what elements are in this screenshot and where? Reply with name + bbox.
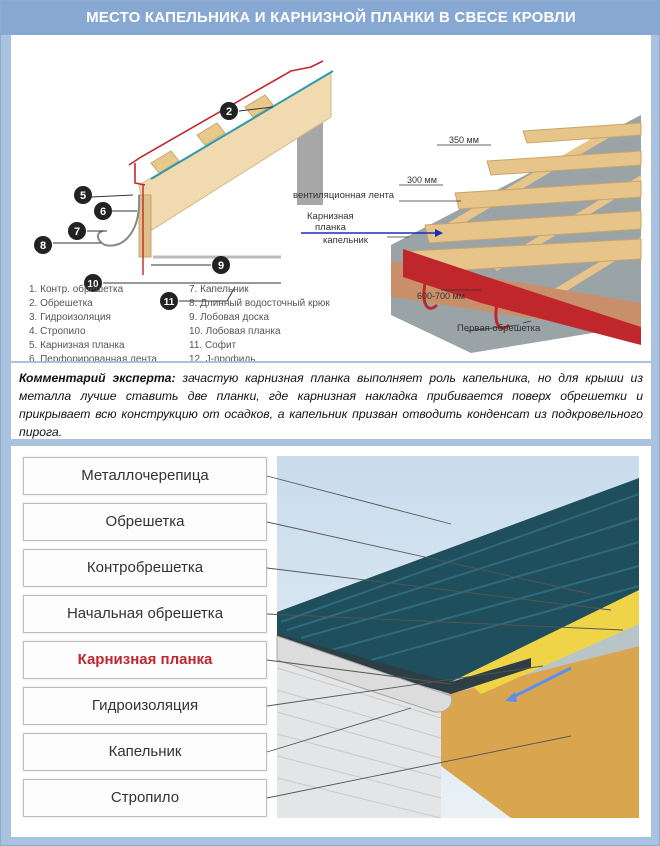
top-diagrams-panel: 2 5 6 7 8 9 10 11 1. Контр. обрешетка 2.… bbox=[11, 35, 651, 361]
dim-600: 600-700 мм bbox=[417, 291, 465, 301]
legend-3: 3. Гидроизоляция bbox=[29, 312, 111, 323]
page-title: МЕСТО КАПЕЛЬНИКА И КАРНИЗНОЙ ПЛАНКИ В СВ… bbox=[1, 1, 660, 35]
red-eaves-strip-2 bbox=[481, 275, 641, 345]
legend-7: 7. Капельник bbox=[189, 284, 249, 295]
legend-4: 4. Стропило bbox=[29, 326, 86, 337]
label-starting-batten: Начальная обрешетка bbox=[23, 595, 267, 633]
label-battens: Обрешетка bbox=[23, 503, 267, 541]
metal-tile-photo bbox=[277, 478, 639, 682]
batten-h-3 bbox=[454, 180, 642, 210]
roof-illustration bbox=[266, 456, 640, 819]
vent-tape-label: вентиляционная лента bbox=[293, 190, 395, 201]
first-batten-label: Первая обрешетка bbox=[457, 323, 541, 334]
red-eaves-strip bbox=[403, 249, 481, 303]
legend-10: 10. Лобовая планка bbox=[189, 325, 281, 337]
batten-1 bbox=[244, 94, 274, 118]
label-rafter: Стропило bbox=[23, 779, 267, 817]
condensate-arrow-head bbox=[505, 692, 517, 702]
batten-layout-diagram: 350 мм 300 мм вентиляционная лента Карни… bbox=[293, 115, 642, 353]
legend-9: 9. Лобовая доска bbox=[189, 311, 269, 323]
badge-6: 6 bbox=[100, 206, 106, 218]
gutter-hook bbox=[97, 194, 141, 247]
label-waterproofing: Гидроизоляция bbox=[23, 687, 267, 725]
legend-2: 2. Обрешетка bbox=[29, 297, 93, 309]
label-drip-edge: Капельник bbox=[23, 733, 267, 771]
eaves-section-diagram: 2 5 6 7 8 9 10 11 1. Контр. обрешетка 2.… bbox=[29, 60, 642, 361]
batten-2 bbox=[196, 122, 226, 146]
eaves-strip-line bbox=[134, 163, 146, 186]
gutter-photo bbox=[276, 635, 453, 713]
eaves-strip-label-1: Карнизная bbox=[307, 211, 354, 222]
eaves-strip-label-2: планка bbox=[315, 222, 347, 233]
legend-11: 11. Софит bbox=[189, 339, 237, 351]
batten-3 bbox=[150, 150, 180, 174]
waterproofing-line bbox=[150, 70, 334, 180]
label-metal-tile: Металлочерепица bbox=[23, 457, 267, 495]
batten-h-2 bbox=[486, 150, 642, 176]
badge-8: 8 bbox=[40, 240, 46, 252]
badge-9: 9 bbox=[218, 260, 224, 272]
condensate-arrow bbox=[510, 666, 572, 700]
hook-1 bbox=[422, 282, 439, 310]
roof-covering-line bbox=[128, 60, 324, 166]
badge-2: 2 bbox=[226, 106, 232, 118]
batten-h-1 bbox=[522, 122, 642, 144]
dim-350: 350 мм bbox=[449, 135, 479, 145]
legend-1: 1. Контр. обрешетка bbox=[29, 283, 124, 295]
photo-leader-lines bbox=[266, 475, 624, 799]
legend-5: 5. Карнизная планка bbox=[29, 340, 125, 351]
legend-8: 8. Длинный водосточный крюк bbox=[189, 298, 330, 309]
label-eaves-strip: Карнизная планка bbox=[23, 641, 267, 679]
label-counter-battens: Контробрешетка bbox=[23, 549, 267, 587]
bottom-panel: Металлочерепица Обрешетка Контробрешетка… bbox=[11, 446, 651, 837]
number-badges: 2 5 6 7 8 9 10 11 bbox=[34, 102, 238, 310]
expert-label: Комментарий эксперта: bbox=[19, 371, 176, 385]
badge-5: 5 bbox=[80, 190, 86, 202]
legend: 1. Контр. обрешетка 2. Обрешетка 3. Гидр… bbox=[29, 283, 330, 361]
drip-label: капельник bbox=[323, 235, 369, 246]
badge-11: 11 bbox=[164, 297, 175, 308]
expert-text: зачастую карнизная планка выполняет роль… bbox=[19, 371, 643, 439]
badge-7: 7 bbox=[74, 226, 80, 238]
batten-h-4 bbox=[424, 210, 642, 244]
dim-300: 300 мм bbox=[407, 175, 437, 185]
fascia-board bbox=[138, 194, 152, 258]
pointer-arrow-head bbox=[435, 229, 443, 237]
eaves-strip-photo bbox=[277, 634, 531, 694]
tile-ridges bbox=[280, 493, 640, 661]
expert-comment: Комментарий эксперта: зачастую карнизная… bbox=[11, 363, 651, 439]
leader-lines bbox=[53, 106, 281, 302]
legend-6: 6. Перфорированная лента bbox=[29, 353, 157, 361]
legend-12: 12. J-профиль bbox=[189, 353, 255, 361]
badge-10: 10 bbox=[87, 279, 99, 290]
